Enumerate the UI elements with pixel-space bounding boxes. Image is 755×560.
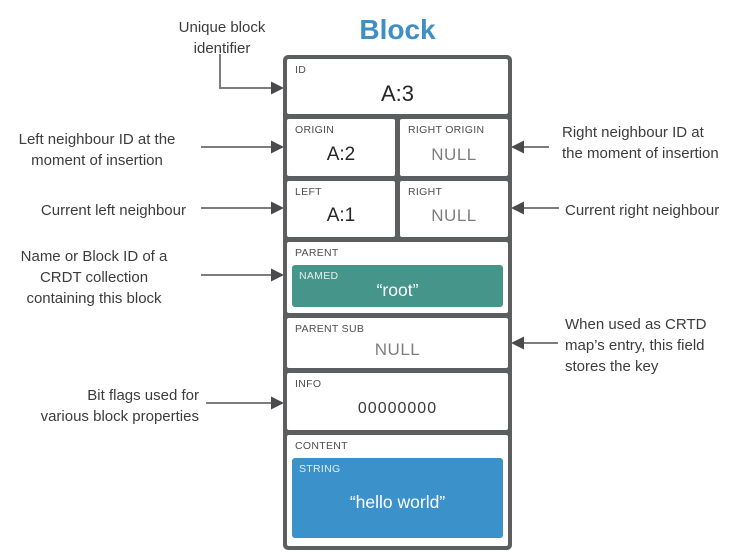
arrow-unique-to-id: [219, 54, 284, 95]
field-info: INFO 00000000: [287, 373, 508, 430]
field-info-value: 00000000: [357, 399, 438, 417]
block-diagram: ID A:3 ORIGIN A:2 RIGHT ORIGIN NULL LEFT…: [283, 55, 512, 550]
field-origin: ORIGIN A:2: [287, 119, 395, 176]
parent-named-tag: NAMED: [299, 270, 339, 282]
field-left: LEFT A:1: [287, 181, 395, 237]
annotation-line: the moment of insertion: [562, 145, 719, 162]
annotation-line: identifier: [193, 40, 251, 57]
field-parent-sub-label: PARENT SUB: [295, 323, 365, 335]
annotation-line: stores the key: [565, 358, 659, 375]
field-parent: PARENT NAMED “root”: [287, 242, 508, 313]
annotation-right-origin: Right neighbour ID at the moment of inse…: [562, 122, 747, 164]
annotation-line: Right neighbour ID at: [562, 124, 704, 141]
arrow-info: [206, 396, 284, 410]
annotation-line: Current right neighbour: [565, 202, 720, 219]
field-content-value: “hello world”: [349, 491, 446, 512]
annotation-left: Current left neighbour: [0, 200, 186, 221]
annotation-line: Unique block: [178, 19, 266, 36]
annotation-line: Current left neighbour: [40, 202, 186, 219]
annotation-line: CRDT collection: [39, 269, 149, 286]
annotation-parent: Name or Block ID of a CRDT collection co…: [0, 246, 188, 309]
field-right-label: RIGHT: [408, 186, 443, 198]
annotation-line: Name or Block ID of a: [20, 248, 168, 265]
field-parent-sub: PARENT SUB NULL: [287, 318, 508, 368]
field-right-origin-label: RIGHT ORIGIN: [408, 124, 485, 136]
annotation-line: containing this block: [26, 290, 162, 307]
field-left-label: LEFT: [295, 186, 322, 198]
field-right-value: NULL: [431, 206, 477, 225]
field-origin-value: A:2: [326, 143, 356, 165]
annotation-line: Left neighbour ID at the: [18, 131, 176, 148]
annotation-origin: Left neighbour ID at the moment of inser…: [6, 129, 188, 171]
annotation-line: When used as CRTD: [565, 316, 707, 333]
field-row-origins: ORIGIN A:2 RIGHT ORIGIN NULL: [287, 119, 508, 176]
annotation-unique-block-identifier: Unique block identifier: [157, 17, 287, 59]
annotation-line: Bit flags used for: [87, 387, 199, 404]
arrow-origin: [201, 140, 284, 154]
field-id-value: A:3: [380, 80, 415, 106]
field-parent-sub-value: NULL: [374, 340, 421, 359]
parent-named-box: NAMED “root”: [292, 265, 503, 307]
field-id: ID A:3: [287, 59, 508, 114]
arrow-parent: [201, 268, 284, 282]
field-right-origin: RIGHT ORIGIN NULL: [400, 119, 508, 176]
field-row-neighbours: LEFT A:1 RIGHT NULL: [287, 181, 508, 237]
arrow-parent-sub: [511, 336, 558, 350]
field-content-label: CONTENT: [295, 440, 348, 452]
annotation-line: moment of insertion: [31, 152, 163, 169]
field-left-value: A:1: [326, 205, 356, 226]
field-content: CONTENT STRING “hello world”: [287, 435, 508, 546]
field-id-label: ID: [295, 64, 307, 76]
field-right-origin-value: NULL: [431, 144, 477, 164]
field-parent-label: PARENT: [295, 247, 339, 259]
content-string-box: STRING “hello world”: [292, 458, 503, 538]
field-right: RIGHT NULL: [400, 181, 508, 237]
arrow-left: [201, 201, 284, 215]
annotation-right: Current right neighbour: [565, 200, 750, 221]
annotation-info: Bit flags used for various block propert…: [0, 385, 199, 427]
annotation-line: various block properties: [40, 408, 199, 425]
arrow-right: [511, 201, 559, 215]
arrow-right-origin: [511, 140, 549, 154]
content-string-tag: STRING: [299, 463, 341, 475]
field-parent-value: “root”: [376, 279, 419, 300]
field-origin-label: ORIGIN: [295, 124, 335, 136]
annotation-line: map’s entry, this field: [565, 337, 705, 354]
field-info-label: INFO: [295, 378, 322, 390]
diagram-title: Block: [359, 14, 436, 45]
annotation-parent-sub: When used as CRTD map’s entry, this fiel…: [565, 314, 745, 377]
